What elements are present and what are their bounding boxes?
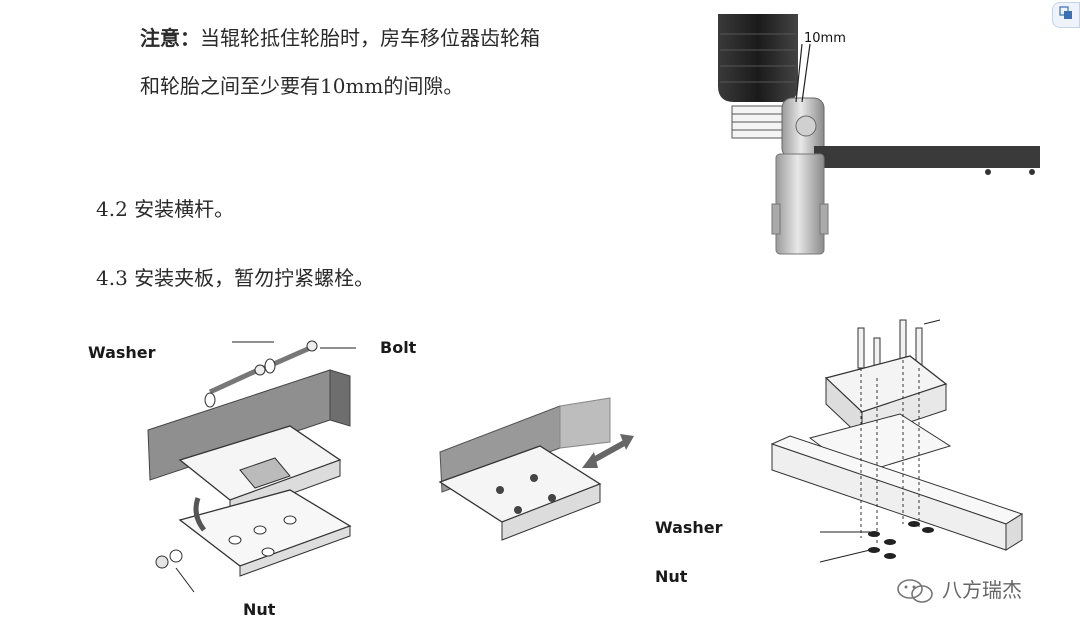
clamp-assembly-diagram xyxy=(438,397,634,541)
right-nut-label: Nut xyxy=(655,567,688,586)
note-line-1: 注意：当辊轮抵住轮胎时，房车移位器齿轮箱 xyxy=(140,14,660,62)
left-washer-label: Washer xyxy=(88,343,156,362)
beam-assembly-diagram xyxy=(770,319,1024,563)
left-bolt-label: Bolt xyxy=(380,338,417,357)
clearance-label: 10mm xyxy=(804,31,846,46)
clamp-plate-diagram xyxy=(147,340,356,593)
left-nut-label: Nut xyxy=(243,600,276,619)
step-4-3: 4.3 安装夹板，暂勿拧紧螺栓。 xyxy=(96,266,375,290)
note-label: 注意： xyxy=(140,26,200,50)
note-text-1: 当辊轮抵住轮胎时，房车移位器齿轮箱 xyxy=(200,26,540,50)
clearance-diagram xyxy=(718,14,1040,255)
right-washer-label: Washer xyxy=(655,518,723,537)
wechat-logo-icon xyxy=(897,579,933,603)
watermark-text: 八方瑞杰 xyxy=(942,578,1022,602)
note-paragraph: 注意：当辊轮抵住轮胎时，房车移位器齿轮箱 和轮胎之间至少要有10mm的间隙。 xyxy=(140,14,660,110)
note-line-2: 和轮胎之间至少要有10mm的间隙。 xyxy=(140,74,464,98)
step-4-2: 4.2 安装横杆。 xyxy=(96,197,235,221)
translate-icon[interactable] xyxy=(1052,2,1080,28)
